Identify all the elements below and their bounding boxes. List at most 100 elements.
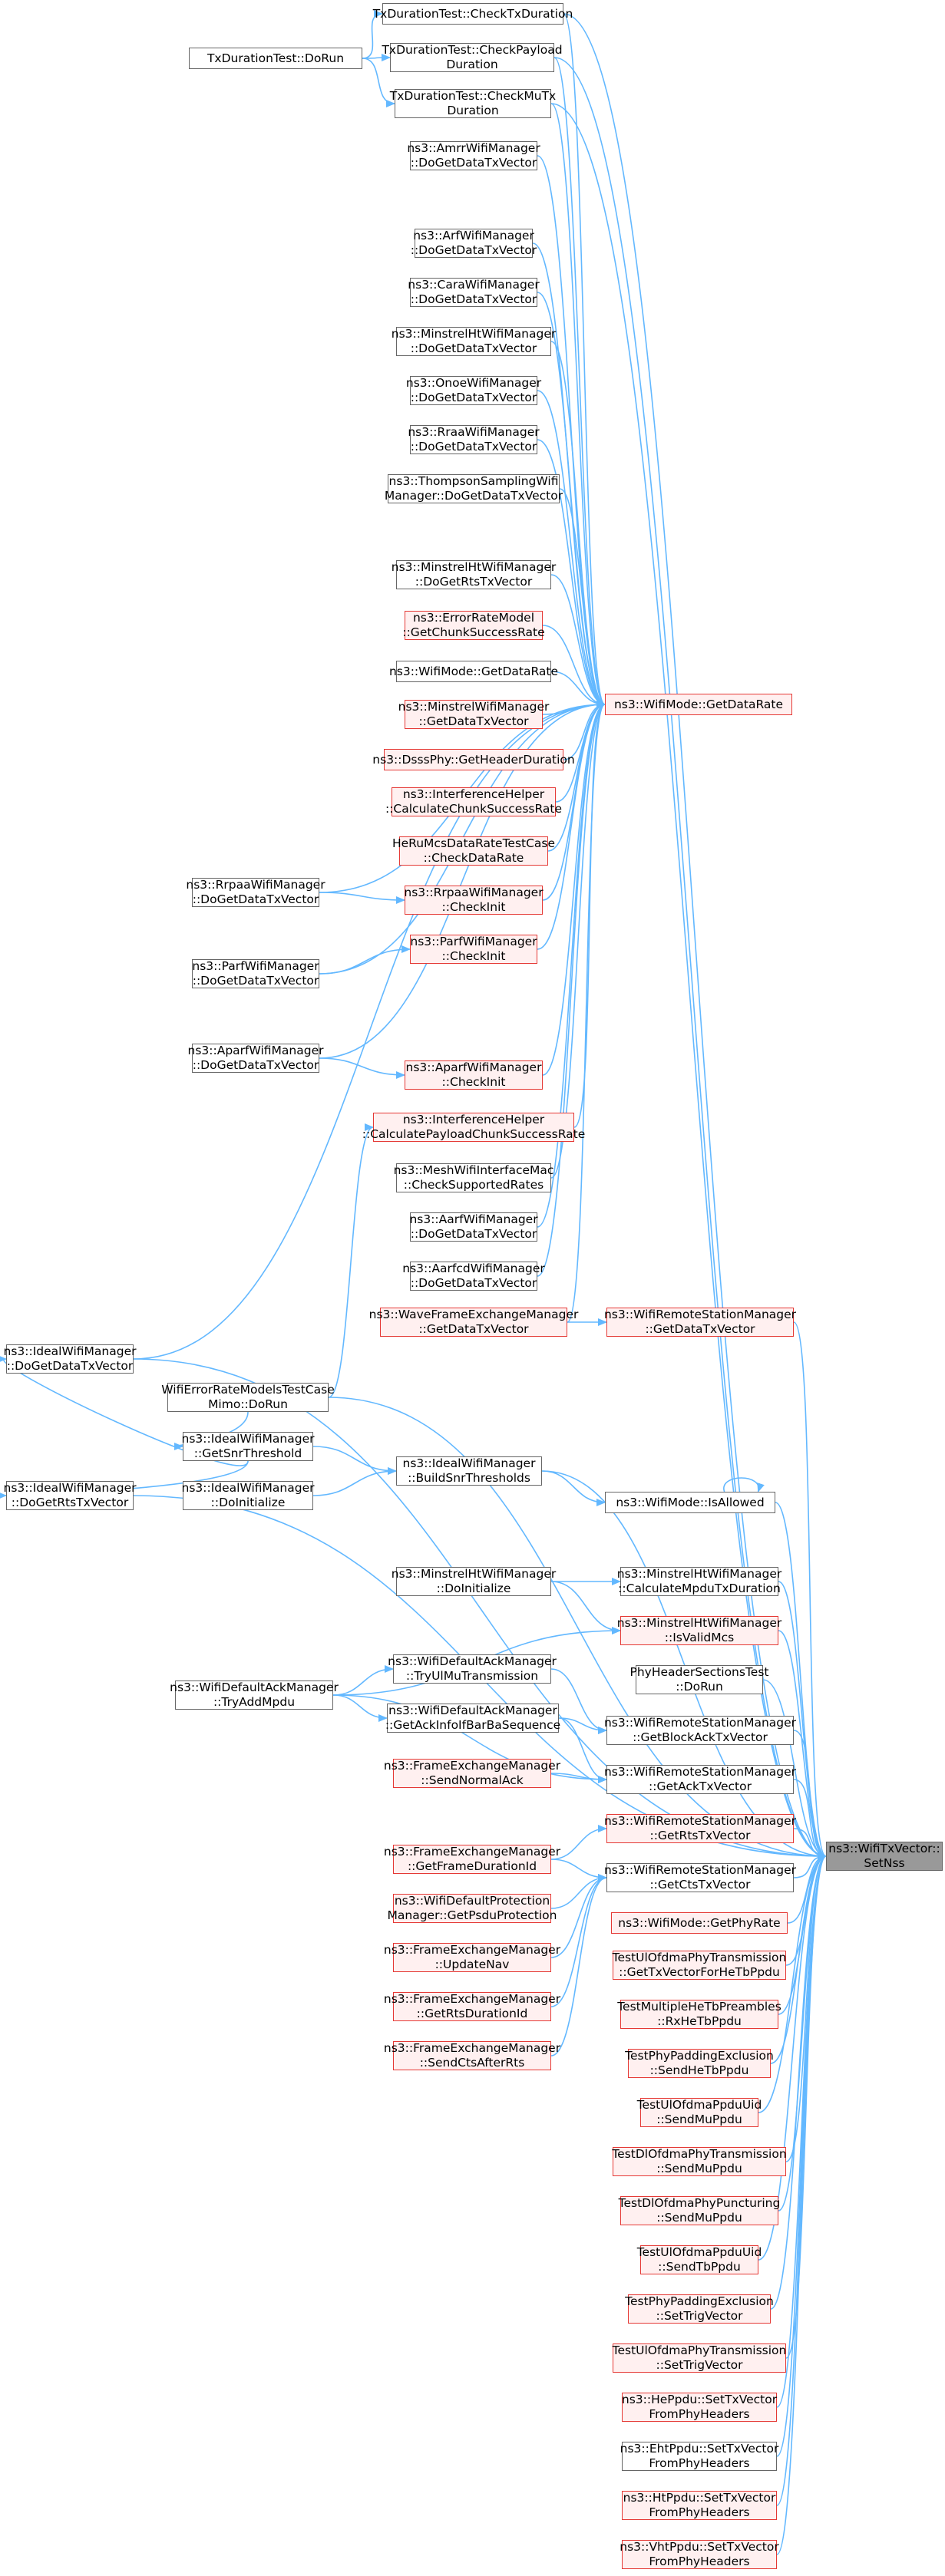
node-label-line: ::DoGetDataTxVector <box>6 1359 134 1373</box>
graph-node-fescts[interactable]: ns3::FrameExchangeManager::SendCtsAfterR… <box>384 2041 560 2070</box>
graph-node-idealinit[interactable]: ns3::IdealWifiManager::DoInitialize <box>182 1481 314 1510</box>
graph-node-mhtvalid[interactable]: ns3::MinstrelHtWifiManager::IsValidMcs <box>617 1616 781 1645</box>
graph-node-onoe[interactable]: ns3::OnoeWifiManager::DoGetDataTxVector <box>406 376 541 405</box>
node-label-line: ns3::WaveFrameExchangeManager <box>368 1308 579 1321</box>
graph-node-uidtb[interactable]: TestUlOfdmaPpduUid::SendTbPpdu <box>637 2245 762 2274</box>
graph-node-wrsmcts[interactable]: ns3::WifiRemoteStationManager::GetCtsTxV… <box>604 1863 796 1892</box>
graph-node-errm[interactable]: ns3::ErrorRateModel::GetChunkSuccessRate <box>402 611 545 640</box>
graph-node-padtrig[interactable]: TestPhyPaddingExclusion::SetTrigVector <box>625 2294 774 2324</box>
graph-node-multirx[interactable]: TestMultipleHeTbPreambles::RxHeTbPpdu <box>617 2000 781 2029</box>
graph-node-idealbuild[interactable]: ns3::IdealWifiManager::BuildSnrThreshold… <box>396 1456 542 1486</box>
graph-node-wrsmback[interactable]: ns3::WifiRemoteStationManager::GetBlockA… <box>604 1716 796 1745</box>
node-label-line: TxDurationTest::DoRun <box>207 51 345 65</box>
call-edge-ackul-to-wrsmback <box>550 1668 607 1734</box>
graph-node-amrr[interactable]: ns3::AmrrWifiManager::DoGetDataTxVector <box>407 141 540 170</box>
node-label-line: ns3::IdealWifiManager <box>402 1456 536 1470</box>
graph-node-ultrig[interactable]: TestUlOfdmaPhyTransmission::SetTrigVecto… <box>613 2343 786 2373</box>
graph-node-mindata[interactable]: ns3::MinstrelWifiManager::GetDataTxVecto… <box>398 700 549 729</box>
graph-node-wrsmdata[interactable]: ns3::WifiRemoteStationManager::GetDataTx… <box>604 1308 796 1337</box>
call-edge-parfci-to-getdr <box>537 701 606 950</box>
graph-node-wmgdr[interactable]: ns3::WifiMode::GetDataRate <box>389 661 558 682</box>
graph-node-dsss[interactable]: ns3::DsssPhy::GetHeaderDuration <box>372 749 575 770</box>
node-label-line: ::GetDataTxVector <box>418 714 529 728</box>
graph-node-parfdg[interactable]: ns3::ParfWifiManager::DoGetDataTxVector <box>192 959 319 988</box>
node-label-line: ::DoGetDataTxVector <box>410 243 537 257</box>
graph-node-ackul[interactable]: ns3::WifiDefaultAckManager::TryUlMuTrans… <box>388 1654 557 1684</box>
graph-node-fegfd[interactable]: ns3::FrameExchangeManager::GetFrameDurat… <box>384 1845 560 1874</box>
call-edge-fesack-to-wrsmack <box>550 1773 607 1783</box>
call-edge-rraa-to-getdr <box>537 439 606 708</box>
graph-node-ihpay[interactable]: ns3::InterferenceHelper::CalculatePayloa… <box>362 1113 585 1142</box>
graph-node-ackinfo[interactable]: ns3::WifiDefaultAckManager::GetAckInfoIf… <box>385 1704 560 1733</box>
node-label-line: ::CheckInit <box>441 949 506 963</box>
graph-node-focus[interactable]: ns3::WifiTxVector::SetNss <box>826 1842 943 1871</box>
graph-node-dorun[interactable]: TxDurationTest::DoRun <box>189 48 362 69</box>
node-label-line: FromPhyHeaders <box>649 2505 750 2519</box>
graph-node-wave[interactable]: ns3::WaveFrameExchangeManager::GetDataTx… <box>369 1308 578 1337</box>
graph-node-aparci[interactable]: ns3::AparfWifiManager::CheckInit <box>405 1060 543 1090</box>
graph-node-rrpadg[interactable]: ns3::RrpaaWifiManager::DoGetDataTxVector <box>186 878 325 907</box>
graph-node-ulgettx[interactable]: TestUlOfdmaPhyTransmission::GetTxVectorF… <box>613 1951 786 1980</box>
graph-node-isallowed[interactable]: ns3::WifiMode::IsAllowed <box>605 1492 775 1513</box>
node-label-line: ::DoRun <box>676 1680 723 1694</box>
call-edge-thomp-to-getdr <box>559 488 606 708</box>
graph-node-aarf[interactable]: ns3::AarfWifiManager::DoGetDataTxVector <box>409 1212 538 1242</box>
node-label-line: ::IsValidMcs <box>664 1631 735 1644</box>
graph-node-ackadd[interactable]: ns3::WifiDefaultAckManager::TryAddMpdu <box>170 1681 339 1710</box>
graph-node-mhtinit[interactable]: ns3::MinstrelHtWifiManager::DoInitialize <box>392 1567 556 1596</box>
graph-node-mesh[interactable]: ns3::MeshWifiInterfaceMac::CheckSupporte… <box>394 1163 553 1192</box>
graph-node-rrpaci[interactable]: ns3::RrpaaWifiManager::CheckInit <box>404 886 544 915</box>
node-label-line: ::DoInitialize <box>436 1582 511 1595</box>
node-label-line: ::DoGetDataTxVector <box>192 1058 319 1072</box>
node-label-line: ns3::RrpaaWifiManager <box>404 886 544 899</box>
node-label-line: ns3::FrameExchangeManager <box>383 1992 561 2006</box>
node-label-line: ns3::WifiMode::GetDataRate <box>613 697 784 711</box>
graph-node-aarfcd[interactable]: ns3::AarfcdWifiManager::DoGetDataTxVecto… <box>402 1262 545 1291</box>
graph-node-rraa[interactable]: ns3::RraaWifiManager::DoGetDataTxVector <box>408 425 540 454</box>
graph-node-cara[interactable]: ns3::CaraWifiManager::DoGetDataTxVector <box>408 278 540 307</box>
graph-node-dlpunc[interactable]: TestDlOfdmaPhyPuncturing::SendMuPpdu <box>619 2196 780 2225</box>
graph-node-mhtrts[interactable]: ns3::MinstrelHtWifiManager::DoGetRtsTxVe… <box>392 560 556 589</box>
graph-node-getdr[interactable]: ns3::WifiMode::GetDataRate <box>605 694 792 715</box>
call-edge-cara-to-getdr <box>537 292 606 708</box>
graph-node-wrsmrts[interactable]: ns3::WifiRemoteStationManager::GetRtsTxV… <box>604 1814 796 1843</box>
graph-node-cdur[interactable]: TxDurationTest::CheckTxDuration <box>373 3 573 25</box>
graph-node-feunav[interactable]: ns3::FrameExchangeManager::UpdateNav <box>384 1943 560 1972</box>
graph-node-mhtdata[interactable]: ns3::MinstrelHtWifiManager::DoGetDataTxV… <box>392 327 556 356</box>
node-label-line: ::DoGetDataTxVector <box>192 974 319 988</box>
node-label-line: ns3::WifiDefaultAckManager <box>170 1681 339 1694</box>
graph-node-apardg[interactable]: ns3::AparfWifiManager::DoGetDataTxVector <box>188 1044 324 1073</box>
call-edge-idealsnr-to-idealbuild <box>312 1446 397 1475</box>
graph-node-uidmu[interactable]: TestUlOfdmaPpduUid::SendMuPpdu <box>637 2098 762 2127</box>
node-label-line: ns3::IdealWifiManager <box>3 1344 137 1358</box>
graph-node-parfci[interactable]: ns3::ParfWifiManager::CheckInit <box>410 935 537 964</box>
graph-node-phyhdr[interactable]: PhyHeaderSectionsTest::DoRun <box>630 1665 768 1694</box>
node-label-line: ns3::AparfWifiManager <box>405 1060 542 1074</box>
graph-node-arf[interactable]: ns3::ArfWifiManager::DoGetDataTxVector <box>411 229 537 258</box>
graph-node-idealdata[interactable]: ns3::IdealWifiManager::DoGetDataTxVector <box>3 1344 137 1374</box>
call-edge-cdur-to-getdr <box>563 13 606 708</box>
graph-node-dlmu[interactable]: TestDlOfdmaPhyTransmission::SendMuPpdu <box>612 2147 787 2176</box>
graph-node-padhe[interactable]: TestPhyPaddingExclusion::SendHeTbPpdu <box>625 2049 774 2078</box>
graph-node-herumcs[interactable]: HeRuMcsDataRateTestCase::CheckDataRate <box>392 836 555 866</box>
graph-node-idealsnr[interactable]: ns3::IdealWifiManager::GetSnrThreshold <box>182 1432 314 1461</box>
graph-node-idealrts[interactable]: ns3::IdealWifiManager::DoGetRtsTxVector <box>4 1481 136 1510</box>
graph-node-mhtcalc[interactable]: ns3::MinstrelHtWifiManager::CalculateMpd… <box>617 1567 781 1596</box>
graph-node-gphy[interactable]: ns3::WifiMode::GetPhyRate <box>611 1912 788 1934</box>
node-label-line: ns3::FrameExchangeManager <box>383 1759 561 1773</box>
graph-node-fertsd[interactable]: ns3::FrameExchangeManager::GetRtsDuratio… <box>384 1992 560 2021</box>
node-label-line: ::CalculateMpduTxDuration <box>618 1582 781 1595</box>
graph-node-wrsmack[interactable]: ns3::WifiRemoteStationManager::GetAckTxV… <box>604 1765 796 1794</box>
graph-node-fesack[interactable]: ns3::FrameExchangeManager::SendNormalAck <box>384 1759 560 1788</box>
graph-node-ihchunk[interactable]: ns3::InterferenceHelper::CalculateChunkS… <box>385 787 562 816</box>
node-label-line: ::SendHeTbPpdu <box>649 2063 749 2077</box>
